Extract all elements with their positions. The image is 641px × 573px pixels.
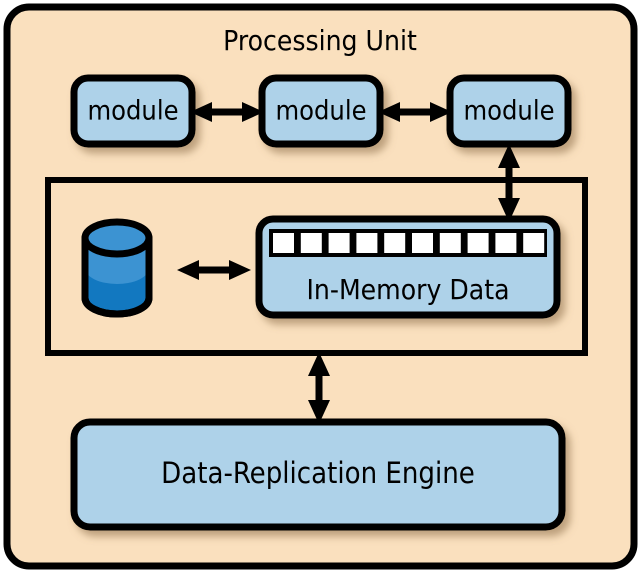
memory-cell [328, 233, 350, 253]
in-memory-data-label: In-Memory Data [306, 273, 509, 306]
memory-cell [467, 233, 489, 253]
memory-cell [495, 233, 517, 253]
module-3-label: module [463, 96, 554, 127]
conn-m1-m2-arrow [190, 102, 264, 122]
module-2[interactable] [258, 74, 384, 148]
module-row: module module module [70, 74, 572, 148]
memory-cell [384, 233, 406, 253]
cylinder-outline [81, 234, 153, 318]
data-replication-engine-box[interactable] [70, 418, 566, 531]
conn-db-memory-arrow [177, 260, 251, 280]
memory-cell [439, 233, 461, 253]
module-1[interactable] [70, 74, 196, 148]
database-cylinder[interactable] [81, 218, 153, 318]
memory-cell [523, 233, 545, 253]
data-replication-engine[interactable] [70, 418, 566, 531]
memory-cell [300, 233, 322, 253]
memory-cell-strip [269, 229, 547, 257]
conn-m2-m3-arrow [378, 102, 452, 122]
conn-m3-memory-arrow [498, 180, 520, 222]
module-2-box[interactable] [258, 74, 384, 148]
memory-cell [412, 233, 433, 253]
module-1-box[interactable] [70, 74, 196, 148]
conn-memgroup-m3-arrow [498, 144, 520, 180]
memory-cell [356, 233, 378, 253]
cylinder-top [81, 218, 153, 258]
data-replication-engine-label: Data-Replication Engine [161, 456, 475, 490]
processing-unit-title: Processing Unit [223, 24, 417, 57]
memory-cell [273, 233, 294, 253]
module-1-label: module [87, 96, 178, 127]
module-2-label: module [275, 96, 366, 127]
conn-memgroup-engine-arrow [308, 352, 330, 424]
